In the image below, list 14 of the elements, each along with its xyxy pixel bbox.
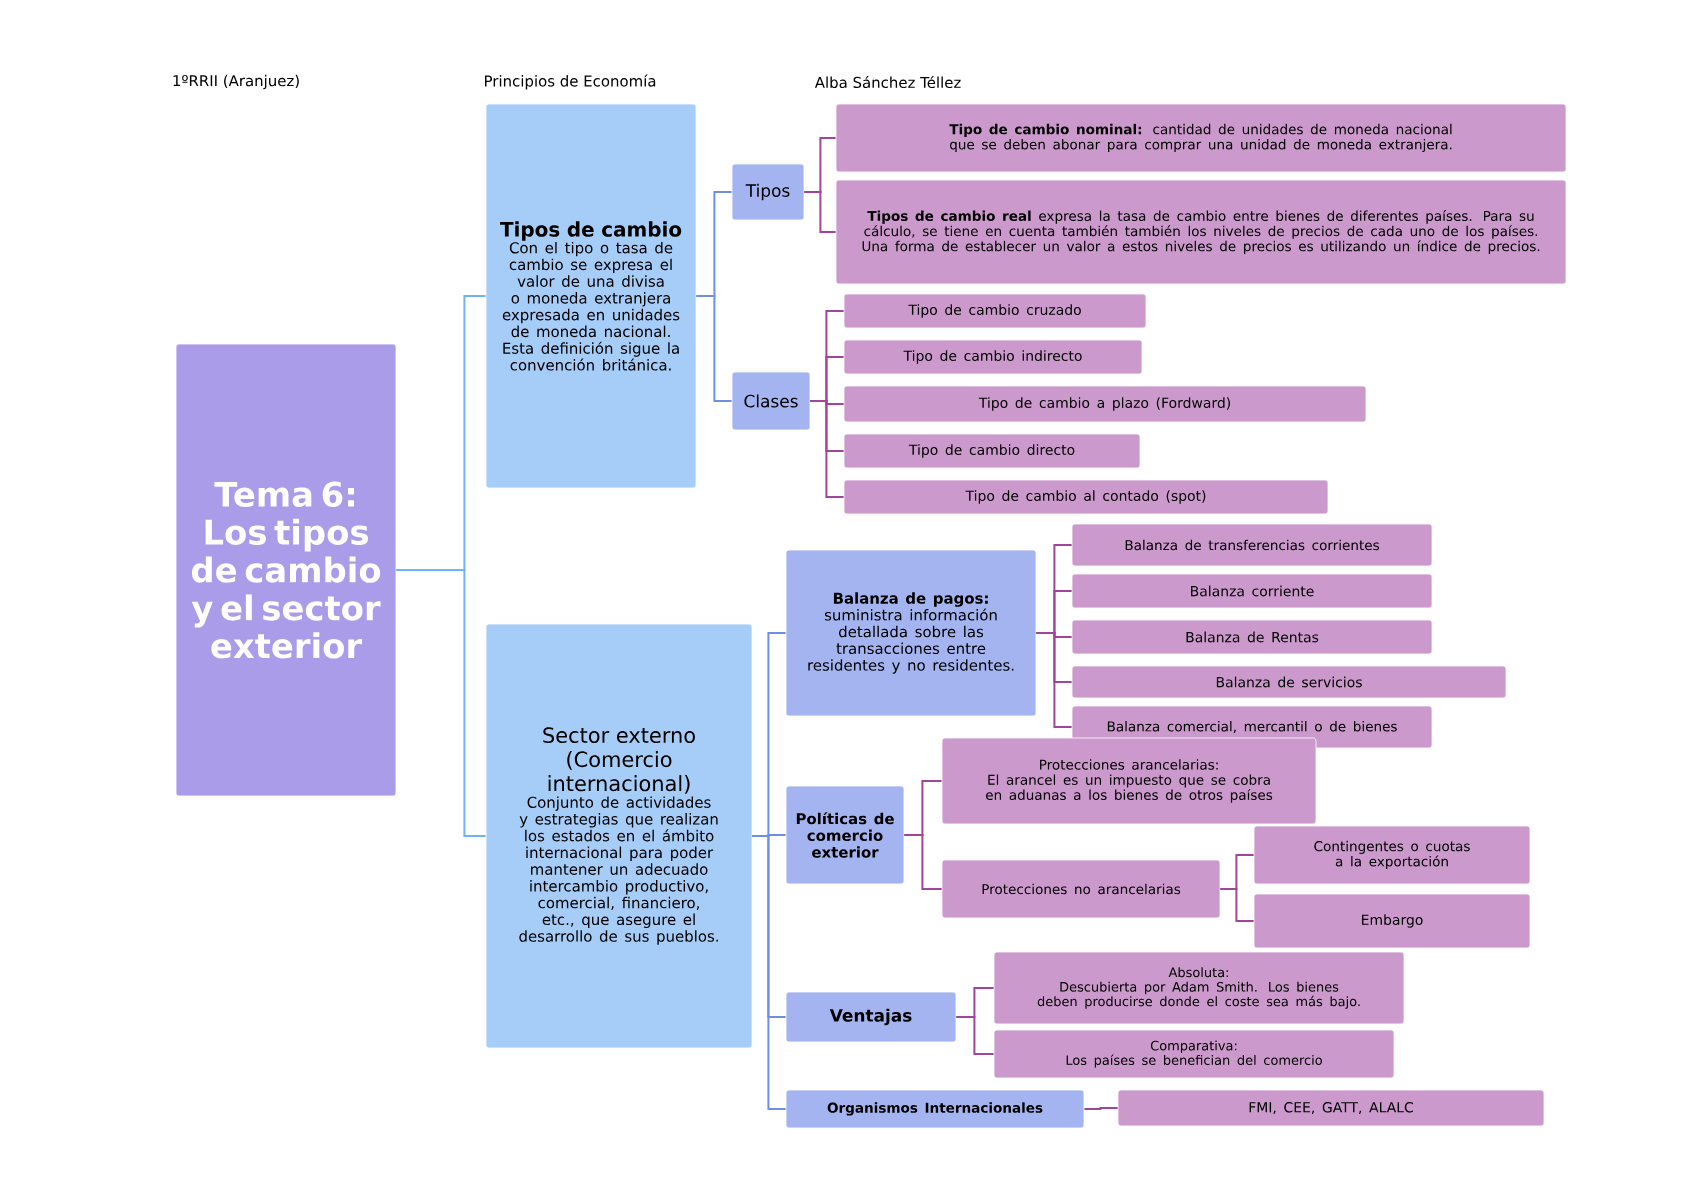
connector-line — [395, 569, 487, 837]
concept-box: Clases — [731, 371, 811, 431]
connector-line — [955, 1016, 995, 1055]
connector-line — [751, 835, 787, 1110]
connector-line — [1035, 632, 1073, 728]
connector-line — [1083, 1107, 1119, 1110]
connector-line — [695, 295, 733, 402]
title-box: Tema 6: Los tipos de cambio y el sector exterior — [175, 343, 397, 797]
concept-box: Tipos — [731, 163, 805, 221]
concept-box: Ventajas — [785, 991, 957, 1043]
connector-line — [903, 834, 943, 890]
connector-line — [809, 400, 845, 498]
connector-line — [1219, 888, 1255, 922]
connector-line — [803, 191, 837, 233]
